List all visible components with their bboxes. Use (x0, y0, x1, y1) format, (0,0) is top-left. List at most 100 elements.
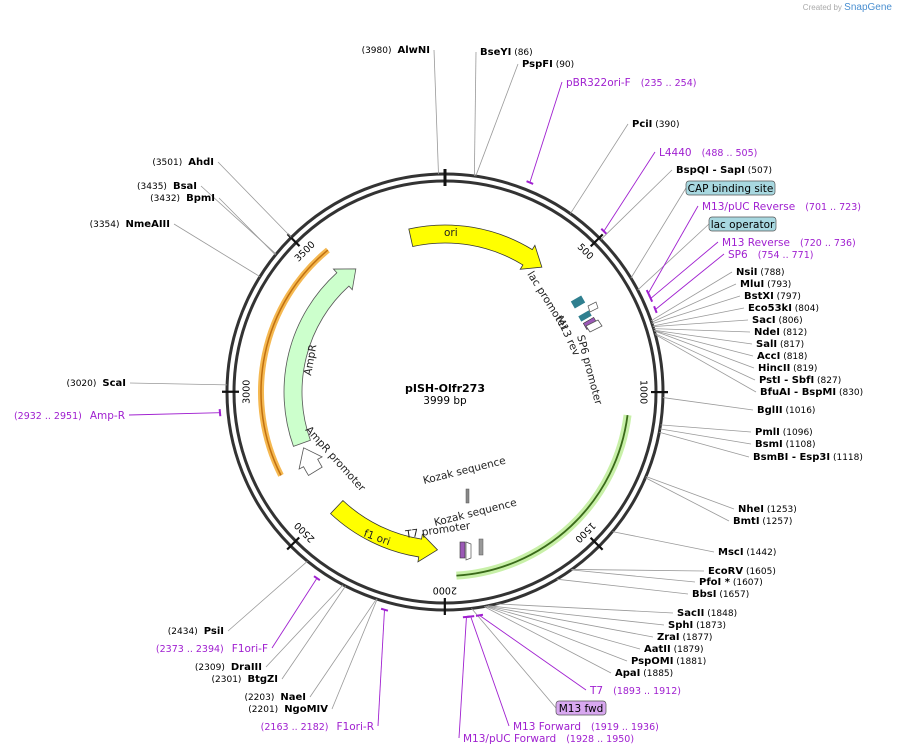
enzyme-name: SalI (756, 339, 777, 350)
primer-pos: (1928 .. 1950) (566, 734, 634, 745)
primer-label: L4440 (488 .. 505) (659, 147, 757, 159)
enzyme-pos: (3435) (137, 182, 167, 192)
primer-pos: (488 .. 505) (702, 148, 758, 159)
enzyme-line-18 (659, 428, 752, 445)
enzyme-pos: (1657) (716, 590, 749, 600)
enzyme-pos: (1442) (744, 548, 777, 558)
primer-label: T7 (1893 .. 1912) (589, 685, 681, 697)
primer-name: L4440 (659, 147, 692, 159)
enzyme-pos: (806) (776, 316, 803, 326)
enzyme-label: MluI (793) (740, 279, 791, 290)
enzyme-name: BsaI (173, 181, 197, 192)
feature-kozak-2 (478, 538, 484, 556)
tick-mark-2 (589, 536, 604, 551)
enzyme-pos: (90) (553, 60, 574, 70)
feature-f1-ori (329, 499, 439, 563)
enzyme-name: PspFI (522, 59, 553, 70)
primer-label: (2163 .. 2182) F1ori-R (261, 721, 374, 733)
enzyme-line-29 (485, 605, 641, 650)
enzyme-name: SphI (668, 620, 693, 631)
enzyme-label: PmlI (1096) (755, 427, 813, 438)
enzyme-label: (2434)PsiI (168, 626, 224, 637)
enzyme-pos: (2201) (248, 705, 278, 715)
enzyme-line-36 (129, 382, 228, 386)
enzyme-line-38 (265, 584, 344, 668)
enzyme-name-2: BspMI (802, 387, 836, 398)
enzyme-label: PstI - SbfI (827) (759, 375, 841, 386)
primer-name: F1ori-R (337, 721, 374, 733)
enzyme-name: SacII (677, 608, 704, 619)
label-kozak-2: Kozak sequence (433, 497, 518, 529)
enzyme-name-2: - (781, 375, 792, 386)
enzyme-pos: (788) (757, 268, 784, 278)
enzyme-label: (3020)ScaI (66, 378, 126, 389)
enzyme-pos: (804) (792, 304, 819, 314)
enzyme-pos: (830) (836, 388, 863, 398)
enzyme-line-31 (483, 606, 612, 674)
credit: Created by SnapGene (803, 2, 892, 13)
enzyme-line-11 (654, 329, 753, 345)
enzyme-label: BsmBI - Esp3I (1118) (753, 452, 863, 463)
enzyme-line-41 (331, 599, 378, 710)
enzyme-label: BmtI (1257) (733, 516, 792, 527)
primer-pos: (2163 .. 2182) (261, 722, 329, 733)
enzyme-name-2: - (709, 165, 720, 176)
enzyme-line-14 (654, 333, 756, 381)
enzyme-label: PfoI * (1607) (699, 577, 763, 588)
enzyme-pos: (827) (814, 376, 841, 386)
enzyme-line-1 (473, 51, 477, 176)
enzyme-line-25 (556, 578, 689, 595)
primer-name: T7 (589, 685, 603, 697)
enzyme-pos: (1607) (730, 578, 763, 588)
box-line-2 (471, 608, 557, 709)
enzyme-label: (2203)NaeI (244, 692, 306, 703)
enzyme-name: BsmBI (753, 452, 788, 463)
enzyme-line-3 (570, 123, 629, 214)
primer-line-9 (271, 577, 318, 649)
enzyme-line-26 (496, 603, 674, 614)
primer-name: pBR322ori-F (566, 77, 631, 89)
enzyme-name: AhdI (188, 157, 214, 168)
enzyme-line-13 (654, 330, 755, 369)
enzyme-name: HincII (758, 363, 790, 374)
primer-line-3 (650, 241, 719, 299)
enzyme-line-28 (486, 605, 654, 638)
enzyme-label: (2201)NgoMIV (248, 704, 328, 715)
enzyme-pos: (3501) (152, 158, 182, 168)
enzyme-pos: (1016) (783, 406, 816, 416)
box-line-1 (637, 223, 710, 291)
primer-mark-4 (653, 305, 658, 314)
primer-line-7 (458, 616, 467, 739)
primer-pos: (1893 .. 1912) (613, 686, 681, 697)
primer-label: SP6(754 .. 771) (728, 249, 813, 261)
enzyme-pos: (1885) (640, 669, 673, 679)
label-kozak-1: Kozak sequence (422, 455, 507, 487)
enzyme-name: PfoI * (699, 577, 731, 588)
enzyme-line-24 (571, 569, 696, 583)
enzyme-line-12 (654, 330, 754, 357)
enzyme-name: BpmI (186, 193, 215, 204)
feature-olfr273-outer-core (260, 249, 329, 476)
primer-pos: (2373 .. 2394) (156, 644, 224, 655)
enzyme-label: EcoRV (1605) (708, 566, 776, 577)
primer-mark-1 (600, 228, 608, 235)
enzyme-label: (3354)NmeAIII (90, 219, 170, 230)
enzyme-pos: (819) (790, 364, 817, 374)
enzyme-line-7 (651, 295, 741, 325)
enzyme-line-23 (571, 569, 705, 572)
primer-mark-0 (526, 180, 534, 185)
enzyme-label: (3501) AhdI (152, 157, 214, 168)
enzyme-pos: (1879) (671, 645, 704, 655)
box-feature-0 (685, 180, 776, 196)
box-line-0 (630, 187, 687, 279)
enzyme-pos: (390) (652, 120, 679, 130)
box-feature-label: M13 fwd (559, 703, 604, 715)
enzyme-name: MscI (718, 547, 744, 558)
box-feature-label: CAP binding site (688, 183, 774, 195)
enzyme-pos: (1118) (830, 453, 863, 463)
feature-sp6-promoter (585, 319, 603, 333)
enzyme-name: AlwNI (398, 45, 431, 56)
enzyme-name: EcoRV (708, 566, 743, 577)
enzyme-name: Eco53kI (748, 303, 792, 314)
